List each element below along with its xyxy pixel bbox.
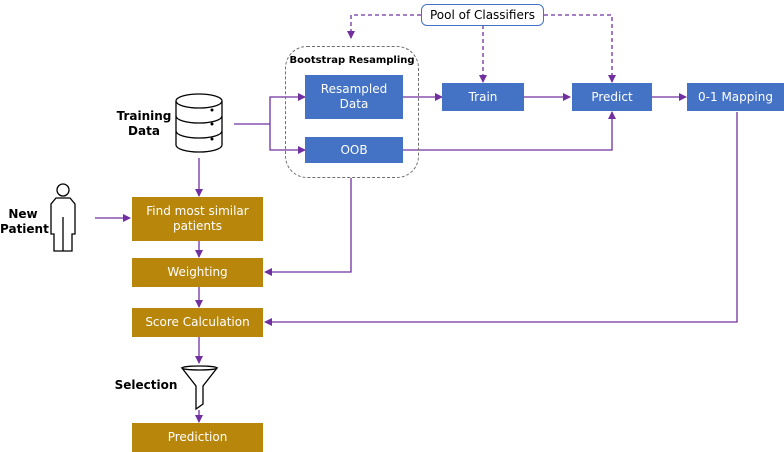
training-data-line1: Training bbox=[116, 109, 172, 123]
database-icon bbox=[175, 93, 223, 153]
split-to-oob-arrow bbox=[269, 124, 306, 154]
bootstrap-resampling-label: Bootstrap Resampling bbox=[289, 55, 415, 66]
resampled-data-line1: Resampled bbox=[320, 82, 388, 96]
pool-to-bootstrap-arrow bbox=[347, 14, 421, 39]
training-data-line2: Data bbox=[128, 124, 160, 138]
training-data-label: Training Data bbox=[112, 109, 176, 139]
resampled-data-box: Resampled Data bbox=[305, 75, 403, 119]
bootstrap-to-weighting-arrow bbox=[264, 178, 352, 276]
bootstrap-resampling-group bbox=[285, 46, 419, 178]
split-to-resampled-arrow bbox=[269, 93, 306, 124]
prediction-box: Prediction bbox=[132, 423, 263, 452]
find-similar-box: Find most similar patients bbox=[132, 197, 263, 241]
find-similar-line1: Find most similar bbox=[146, 204, 249, 218]
pool-connectors bbox=[347, 14, 616, 83]
mapping-to-score-arrow bbox=[264, 112, 738, 326]
pool-to-predict-arrow bbox=[544, 14, 616, 83]
new-patient-line2: Patient bbox=[0, 222, 49, 236]
pool-of-classifiers-box: Pool of Classifiers bbox=[421, 4, 544, 26]
find-similar-line2: patients bbox=[173, 219, 222, 233]
new-patient-line1: New bbox=[8, 207, 38, 221]
predict-box: Predict bbox=[572, 83, 652, 111]
funnel-icon bbox=[180, 365, 219, 411]
resampled-data-line2: Data bbox=[339, 97, 369, 111]
score-calculation-box: Score Calculation bbox=[132, 308, 263, 337]
selection-label: Selection bbox=[114, 378, 178, 392]
mapping-box: 0-1 Mapping bbox=[687, 83, 784, 111]
train-box: Train bbox=[442, 83, 524, 111]
person-icon bbox=[50, 183, 76, 252]
oob-box: OOB bbox=[305, 137, 403, 163]
flow-connectors bbox=[95, 93, 738, 423]
oob-to-predict-arrow bbox=[403, 111, 616, 151]
weighting-box: Weighting bbox=[132, 258, 263, 287]
new-patient-label: New Patient bbox=[0, 207, 49, 237]
